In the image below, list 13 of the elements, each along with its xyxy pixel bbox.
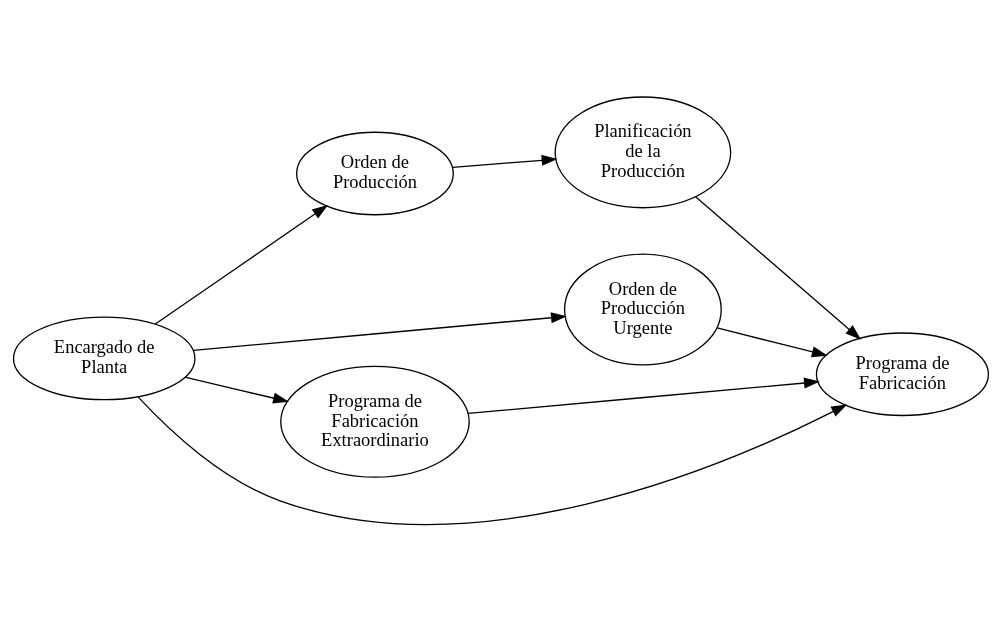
arrow — [716, 327, 828, 358]
arrow — [452, 154, 558, 169]
arrow — [467, 377, 820, 415]
node-ellipse: Orden de Producción — [296, 131, 454, 216]
arrow — [137, 395, 848, 526]
arrow — [154, 205, 328, 325]
arrow — [192, 312, 567, 352]
node-ellipse: Orden de Producción Urgente — [563, 253, 722, 366]
node-ellipse: Programa de Fabricación Extraordinario — [280, 365, 470, 478]
node-ellipse: Encargado de Planta — [12, 316, 196, 401]
node-ellipse: Planificación de la Producción — [554, 96, 732, 209]
arrow — [184, 376, 289, 404]
arrow — [694, 196, 862, 340]
